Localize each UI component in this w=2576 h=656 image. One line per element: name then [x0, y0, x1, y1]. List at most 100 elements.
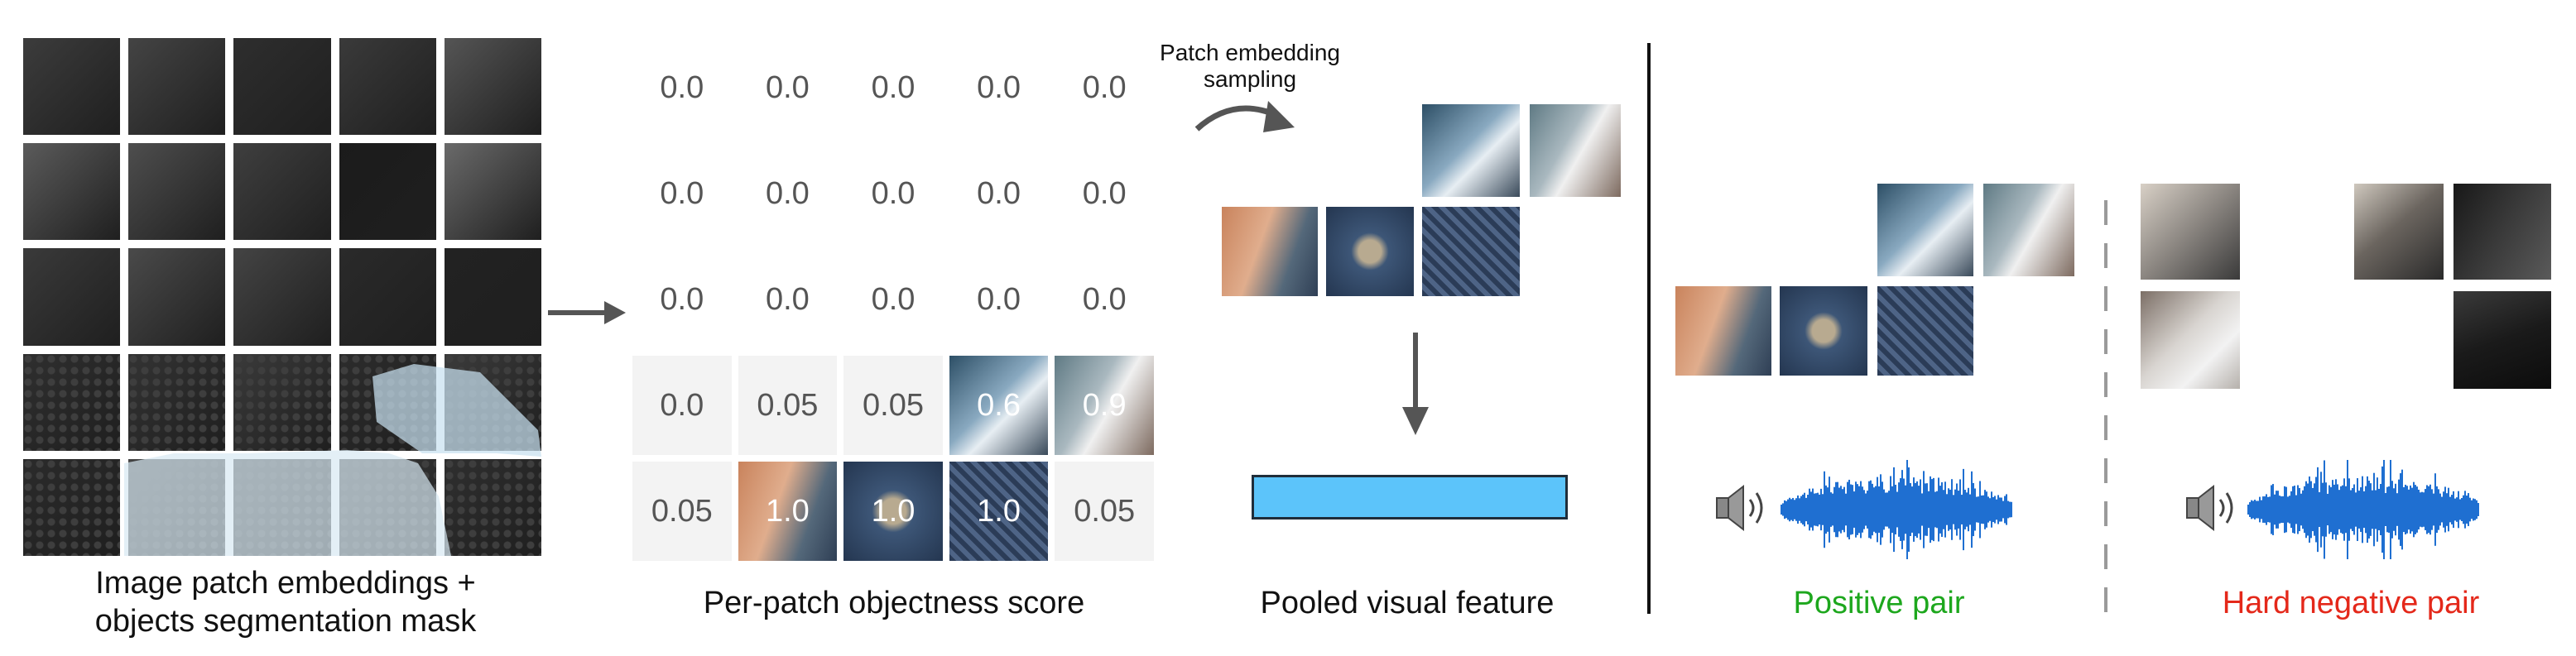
image-patch — [339, 143, 436, 241]
positive-patch-fingers — [1675, 286, 1771, 376]
score-value: 0.0 — [977, 69, 1021, 105]
positive-patch-iron — [1877, 184, 1973, 276]
image-patch — [128, 38, 226, 136]
score-cell: 1.0 — [843, 462, 943, 561]
image-patch — [444, 38, 541, 136]
score-value: 0.0 — [765, 281, 810, 317]
score-value: 0.0 — [660, 281, 704, 317]
curved-arrow-icon — [1194, 101, 1295, 132]
speaker-icon-negative — [2186, 484, 2233, 532]
sampled-patch-label — [1326, 207, 1414, 296]
score-value: 0.0 — [1082, 281, 1127, 317]
score-value: 0.0 — [660, 69, 704, 105]
left-caption-line2: objects segmentation mask — [94, 604, 477, 639]
score-cell: 0.0 — [632, 250, 732, 349]
score-value: 1.0 — [765, 493, 810, 529]
pooled-feature-bar — [1252, 475, 1568, 520]
pooled-caption: Pooled visual feature — [1260, 586, 1555, 620]
score-cell: 0.05 — [632, 462, 732, 561]
negative-patch-5 — [2453, 291, 2551, 389]
sampled-patch-iron — [1422, 104, 1520, 197]
sampled-patch-hand — [1530, 104, 1621, 197]
score-value: 0.0 — [660, 175, 704, 211]
image-patch — [339, 248, 436, 346]
negative-pair-label: Hard negative pair — [2222, 586, 2480, 620]
score-cell: 0.0 — [949, 250, 1049, 349]
score-value: 0.0 — [871, 281, 916, 317]
score-value: 0.0 — [1082, 69, 1127, 105]
image-patch — [233, 248, 331, 346]
score-value: 0.0 — [977, 281, 1021, 317]
image-patch — [444, 248, 541, 346]
score-caption: Per-patch objectness score — [703, 586, 1085, 620]
sampled-patch-fabric — [1422, 207, 1520, 296]
objectness-score-grid: 0.0 0.0 0.0 0.0 0.0 0.0 0.0 0.0 0.0 0.0 0.0 0.0 0.0 0… — [632, 38, 1154, 561]
image-patch — [128, 248, 226, 346]
score-value: 0.0 — [660, 387, 704, 423]
sampling-label: Patch embedding sampling — [1134, 40, 1366, 93]
score-value: 0.0 — [765, 175, 810, 211]
score-cell: 0.0 — [1055, 250, 1154, 349]
patch-grid — [23, 38, 541, 556]
section-divider — [1647, 43, 1651, 614]
score-cell: 0.9 — [1055, 356, 1154, 455]
score-cell: 0.0 — [949, 38, 1049, 137]
score-cell: 0.05 — [738, 356, 838, 455]
score-cell: 1.0 — [738, 462, 838, 561]
negative-patch-3 — [2453, 184, 2551, 280]
score-cell: 0.0 — [632, 144, 732, 243]
positive-patch-hand — [1983, 184, 2074, 276]
left-caption-line1: Image patch embeddings + — [95, 566, 476, 601]
score-value: 1.0 — [871, 493, 916, 529]
image-patch — [23, 458, 121, 556]
image-patch — [23, 38, 121, 136]
score-cell: 1.0 — [949, 462, 1049, 561]
left-caption: Image patch embeddings + objects segment… — [17, 564, 555, 640]
score-cell: 0.0 — [1055, 144, 1154, 243]
score-value: 1.0 — [977, 493, 1021, 529]
sampling-label-line1: Patch embedding — [1160, 40, 1340, 65]
score-cell: 0.0 — [738, 38, 838, 137]
score-cell: 0.0 — [632, 38, 732, 137]
score-value: 0.0 — [977, 175, 1021, 211]
score-value: 0.0 — [871, 175, 916, 211]
image-patch — [128, 353, 226, 451]
score-cell: 0.0 — [632, 356, 732, 455]
score-value: 0.0 — [1082, 175, 1127, 211]
score-cell: 0.0 — [843, 250, 943, 349]
score-cell: 0.0 — [843, 38, 943, 137]
score-value: 0.05 — [863, 387, 924, 423]
score-value: 0.0 — [765, 69, 810, 105]
score-cell: 0.0 — [843, 144, 943, 243]
score-cell: 0.05 — [1055, 462, 1154, 561]
positive-waveform — [1781, 460, 2012, 559]
image-patch — [233, 38, 331, 136]
right-arrow-icon — [548, 301, 626, 324]
sampling-label-line2: sampling — [1203, 66, 1297, 92]
negative-waveform — [2247, 460, 2479, 559]
positive-patch-label — [1780, 286, 1867, 376]
score-cell: 0.0 — [738, 250, 838, 349]
score-value: 0.05 — [1074, 493, 1136, 529]
score-cell: 0.0 — [949, 144, 1049, 243]
pair-divider — [2104, 200, 2107, 620]
score-value: 0.05 — [757, 387, 819, 423]
score-cell: 0.0 — [1055, 38, 1154, 137]
score-cell: 0.6 — [949, 356, 1049, 455]
negative-patch-2 — [2354, 184, 2444, 280]
positive-pair-label: Positive pair — [1793, 586, 1965, 620]
score-value: 0.9 — [1082, 387, 1127, 423]
image-patch — [23, 248, 121, 346]
image-patch — [444, 458, 541, 556]
down-arrow-icon — [1402, 333, 1429, 435]
negative-patch-4 — [2141, 291, 2240, 389]
score-cell: 0.05 — [843, 356, 943, 455]
sampled-patch-fingers — [1222, 207, 1318, 296]
image-patch — [444, 143, 541, 241]
image-patch — [339, 38, 436, 136]
score-value: 0.05 — [651, 493, 713, 529]
image-patch — [233, 353, 331, 451]
image-patch — [233, 143, 331, 241]
positive-patch-fabric — [1877, 286, 1973, 376]
score-value: 0.6 — [977, 387, 1021, 423]
